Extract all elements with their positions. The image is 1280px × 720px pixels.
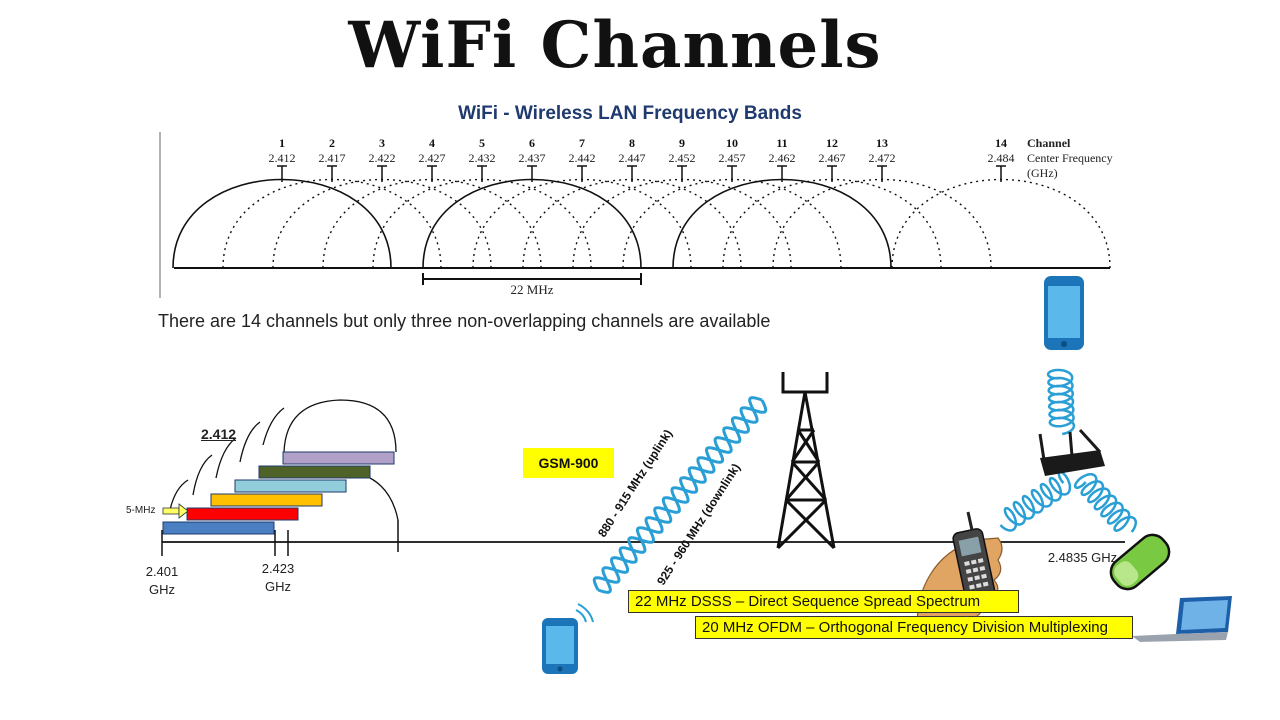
channel-number: 3 xyxy=(379,136,385,150)
channel-number: 1 xyxy=(279,136,285,150)
channel-tick xyxy=(827,165,837,182)
channel-number: 4 xyxy=(429,136,435,150)
cell-tower-icon xyxy=(776,372,836,550)
channel-tick xyxy=(727,165,737,182)
channel-tick xyxy=(277,165,287,182)
channel-center-frequency: 2.422 xyxy=(368,151,396,165)
channel-tick xyxy=(627,165,637,182)
channel-number: 11 xyxy=(776,136,788,150)
channel-center-frequency: 2.472 xyxy=(868,151,896,165)
upper-freq-label: 2.4835 GHz xyxy=(1047,550,1118,565)
page-title: WiFi Channels xyxy=(348,8,882,83)
channel-center-frequency: 2.447 xyxy=(618,151,646,165)
channel-center-frequency: 2.437 xyxy=(518,151,546,165)
channel-arc xyxy=(722,178,942,269)
channel-tick xyxy=(677,165,687,182)
legend-unit: (GHz) xyxy=(1027,166,1058,180)
channel-arc xyxy=(272,178,492,269)
channel-number: 14 xyxy=(995,136,1007,150)
channel-arc xyxy=(222,178,442,269)
channel-bar xyxy=(162,521,275,535)
channel-number: 12 xyxy=(826,136,838,150)
channel-bar xyxy=(258,465,371,479)
channel-center-frequency: 2.457 xyxy=(718,151,746,165)
small-frequency-label: 2.412 xyxy=(201,426,237,442)
channel-arc xyxy=(772,178,992,269)
non-overlapping-channel-arc xyxy=(422,178,642,269)
channel-center-frequency: 2.452 xyxy=(668,151,696,165)
channel-tick xyxy=(527,165,537,182)
channel-tick xyxy=(327,165,337,182)
channel-arc xyxy=(572,178,792,269)
channel-number: 8 xyxy=(629,136,635,150)
channel-tick xyxy=(996,165,1006,182)
channel-arc xyxy=(522,178,742,269)
channel-center-frequency: 2.427 xyxy=(418,151,446,165)
channel-bar xyxy=(234,479,347,493)
smartphone-icon xyxy=(1044,276,1084,350)
channel-center-frequency: 2.467 xyxy=(818,151,846,165)
channel-arc xyxy=(622,178,842,269)
channel-bar xyxy=(186,507,299,521)
wifi-signal-waves xyxy=(999,368,1138,533)
channel-number: 10 xyxy=(726,136,738,150)
channel-number: 2 xyxy=(329,136,335,150)
channel-arc xyxy=(891,178,1111,269)
channel-arc xyxy=(372,178,592,269)
channel-tick xyxy=(377,165,387,182)
channel-tick xyxy=(877,165,887,182)
ofdm-label: 20 MHz OFDM – Orthogonal Frequency Divis… xyxy=(695,616,1133,639)
battery-icon xyxy=(1109,533,1171,591)
channel-center-frequency: 2.432 xyxy=(468,151,496,165)
channel-number: 7 xyxy=(579,136,585,150)
non-overlapping-channel-arc xyxy=(672,178,892,269)
channel-arc xyxy=(322,178,542,269)
band-diagram-title: WiFi - Wireless LAN Frequency Bands xyxy=(458,103,802,124)
smartphone-icon xyxy=(542,603,594,674)
channel-bar xyxy=(210,493,323,507)
channel-arc xyxy=(472,178,692,269)
step-arrow xyxy=(162,503,189,519)
overlap-caption: There are 14 channels but only three non… xyxy=(158,311,771,331)
laptop-icon xyxy=(1132,596,1232,642)
dsss-label: 22 MHz DSSS – Direct Sequence Spread Spe… xyxy=(628,590,1019,613)
non-overlapping-channel-arc xyxy=(172,178,392,269)
channel-number: 5 xyxy=(479,136,485,150)
channel-tick xyxy=(777,165,787,182)
gsm-label: GSM-900 xyxy=(523,448,614,478)
gsm-signal-wave xyxy=(592,396,768,594)
router-icon xyxy=(1038,428,1105,476)
channel-center-frequency: 2.462 xyxy=(768,151,796,165)
channel-tick xyxy=(577,165,587,182)
channel-center-frequency: 2.442 xyxy=(568,151,596,165)
legend-channel: Channel xyxy=(1027,136,1071,150)
channel-number: 6 xyxy=(529,136,535,150)
legend-center-frequency: Center Frequency xyxy=(1027,151,1113,165)
channel-tick xyxy=(427,165,437,182)
channel-bar xyxy=(282,451,395,465)
channel-center-frequency: 2.412 xyxy=(268,151,296,165)
step-label: 5-MHz xyxy=(126,505,156,516)
channel-width-label: 22 MHz xyxy=(510,282,554,297)
channel-center-frequency: 2.484 xyxy=(987,151,1015,165)
channel-number: 13 xyxy=(876,136,888,150)
channel-number: 9 xyxy=(679,136,685,150)
channel-center-frequency: 2.417 xyxy=(318,151,346,165)
channel-tick xyxy=(477,165,487,182)
